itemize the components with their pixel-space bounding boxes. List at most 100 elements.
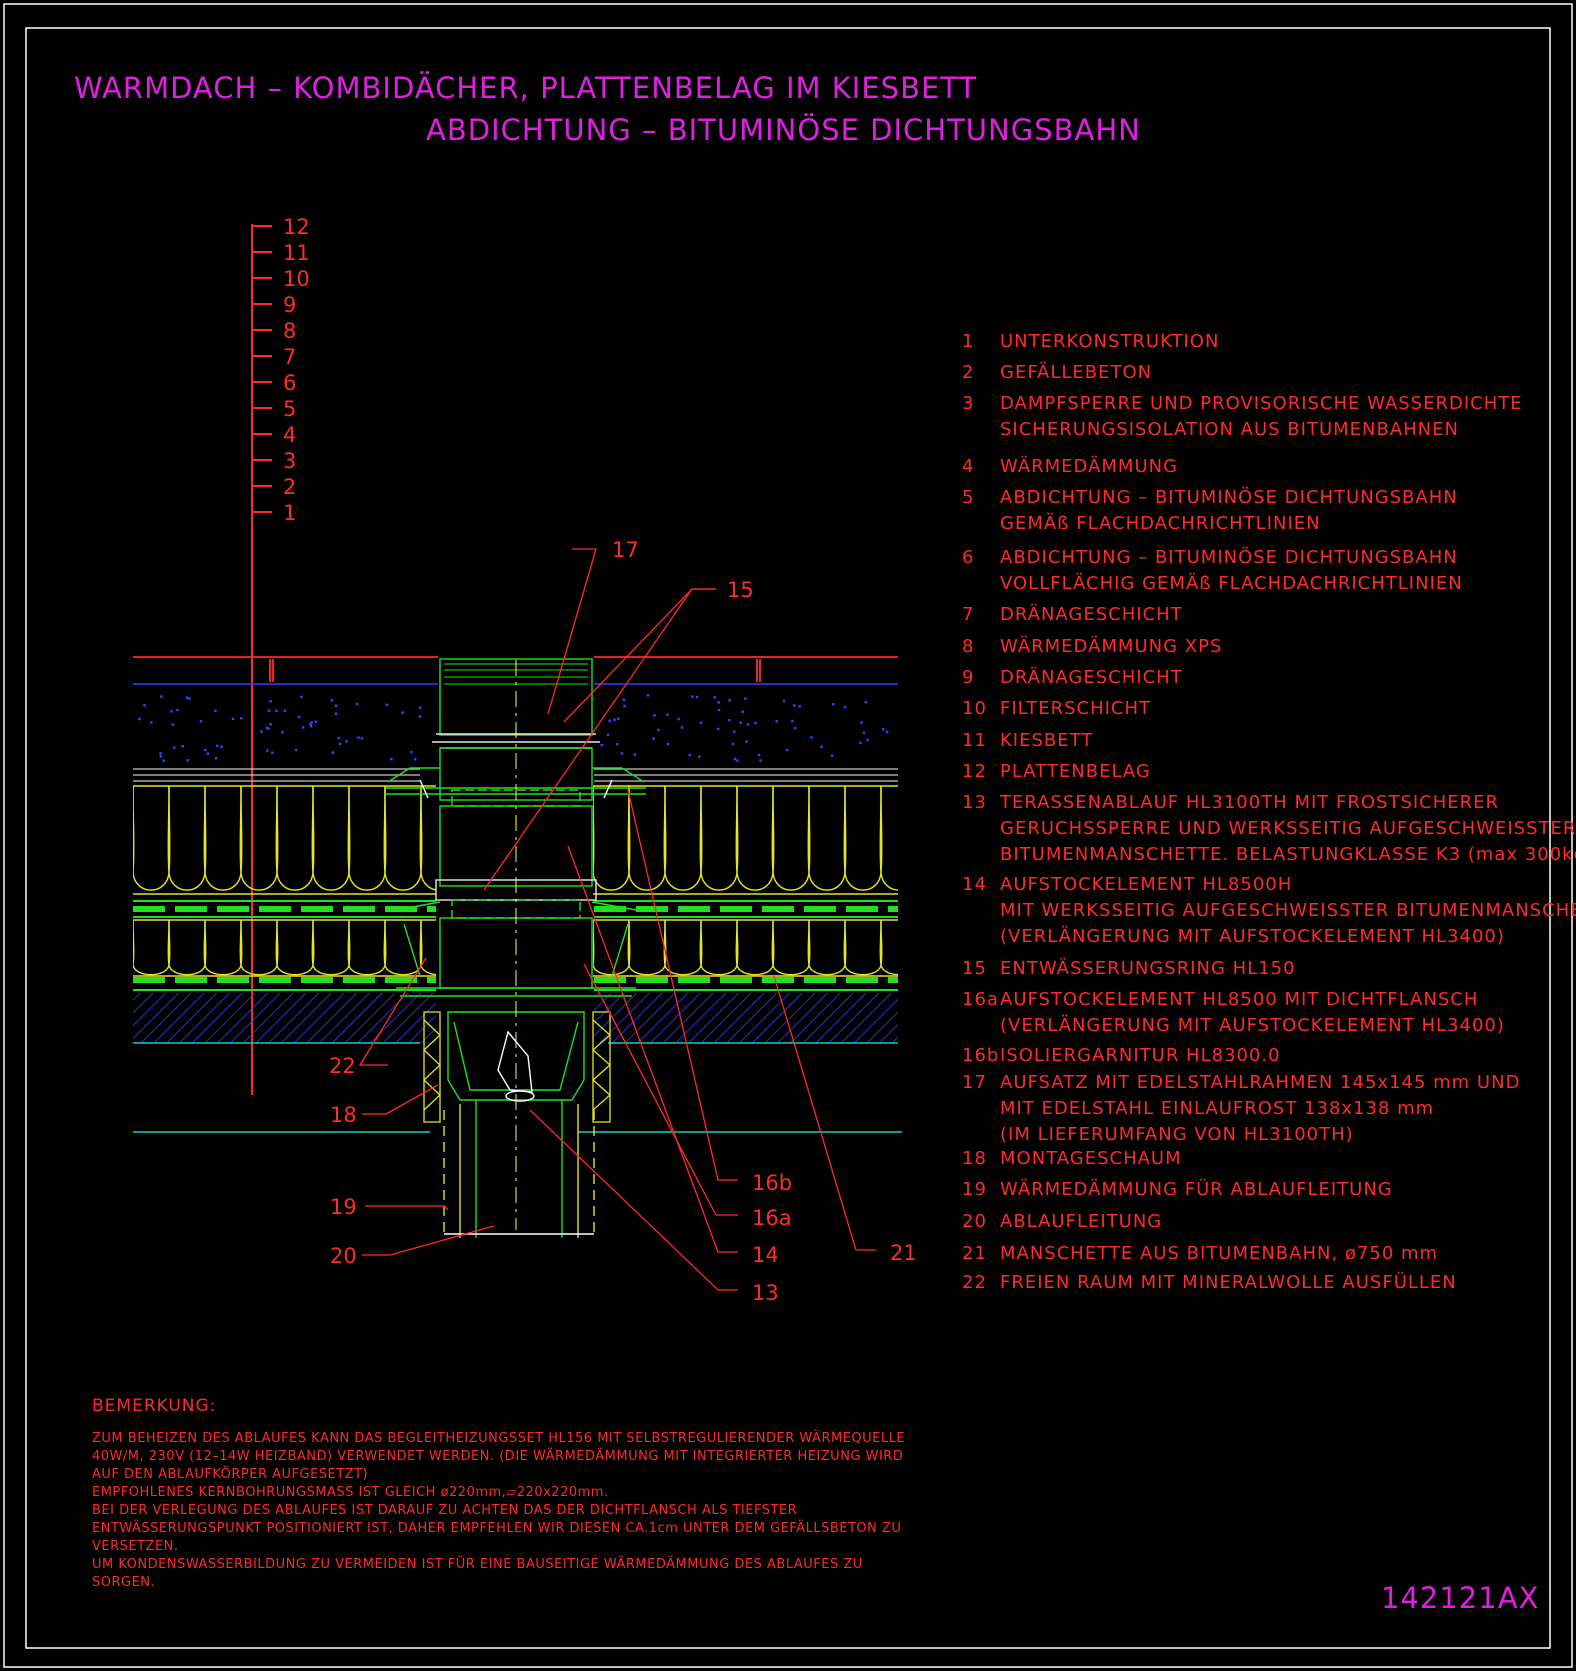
gravel-dot — [310, 721, 313, 724]
legend-text: GEMÄß FLACHDACHRICHTLINIEN — [1000, 513, 1321, 534]
gravel-dot — [820, 745, 823, 749]
insulation-blob — [203, 919, 243, 976]
gravel-dot — [746, 723, 750, 726]
scale-number: 7 — [283, 345, 296, 369]
insulation-blob — [663, 785, 703, 891]
insulation-blob — [843, 785, 883, 891]
gravel-dot — [775, 720, 778, 723]
scale-number: 8 — [283, 319, 296, 343]
gravel-dot — [171, 723, 175, 726]
remark-line: VERSETZEN. — [92, 1539, 179, 1554]
gravel-dot — [859, 741, 862, 745]
gravel-dot — [754, 721, 757, 725]
insulation-blob — [593, 919, 595, 967]
gravel-dot — [782, 699, 786, 703]
insulation-blob — [311, 785, 351, 891]
legend-text: WÄRMEDÄMMUNG FÜR ABLAUFLEITUNG — [1000, 1178, 1393, 1200]
legend-text: VOLLFLÄCHIG GEMÄß FLACHDACHRICHTLINIEN — [1000, 573, 1463, 594]
insulation-blob — [879, 785, 898, 891]
gravel-dot — [633, 753, 637, 756]
thermal-insulation-left — [133, 919, 494, 977]
legend-text: TERASSENABLAUF HL3100TH MIT FROSTSICHERE… — [999, 792, 1499, 813]
insulation-blob — [593, 919, 631, 976]
legend-text: MONTAGESCHAUM — [1000, 1148, 1182, 1169]
gravel-dot — [733, 730, 736, 733]
legend-text: GERUCHSSPERRE UND WERKSSEITIG AUFGESCHWE… — [1000, 818, 1576, 839]
gravel-dot — [267, 709, 271, 712]
gravel-dot — [159, 752, 162, 755]
legend-number-22: 22 — [962, 1272, 987, 1293]
xps-insulation-right — [593, 785, 898, 895]
gravel-dot — [309, 723, 312, 726]
gravel-dot — [216, 744, 219, 748]
legend-text: ABLAUFLEITUNG — [1000, 1211, 1162, 1232]
gravel-dot — [162, 759, 165, 762]
insulation-blob — [133, 785, 171, 891]
gravel-dot — [170, 710, 173, 713]
insulation-blob — [771, 785, 811, 891]
gravel-dot — [860, 721, 863, 724]
legend-text: MIT WERKSSEITIG AUFGESCHWEISSTER BITUMEN… — [1000, 900, 1576, 921]
legend-text: AUFSTOCKELEMENT HL8500 MIT DICHTFLANSCH — [1000, 989, 1478, 1010]
gravel-dot — [832, 703, 835, 706]
insulation-blob — [456, 920, 494, 975]
gravel-dot — [240, 717, 243, 720]
legend-text: WÄRMEDÄMMUNG XPS — [1000, 636, 1222, 657]
insulation-blob — [275, 919, 315, 976]
insulation-blob — [735, 919, 775, 976]
scale-number: 6 — [283, 371, 296, 395]
gravel-dot — [698, 755, 701, 758]
gravel-dot — [791, 719, 794, 723]
gravel-dot — [717, 727, 720, 731]
gravel-dot — [794, 726, 797, 730]
gravel-dot — [608, 719, 611, 723]
legend-text: GEFÄLLEBETON — [1000, 362, 1152, 383]
callout-13: 13 — [752, 1281, 779, 1305]
remark-line: UM KONDENSWASSERBILDUNG ZU VERMEIDEN IST… — [92, 1555, 863, 1572]
remark-line: BEI DER VERLEGUNG DES ABLAUFES IST DARAU… — [92, 1503, 797, 1518]
insulation-blob — [735, 785, 775, 891]
gravel-dot — [345, 740, 348, 743]
legend-number-14: 14 — [962, 874, 987, 895]
gravel-dot — [301, 726, 305, 729]
gravel-dot — [159, 755, 163, 758]
gravel-dot — [390, 757, 393, 761]
gravel-dot — [759, 759, 762, 762]
insulation-blob — [699, 785, 739, 891]
legend-text: ISOLIERGARNITUR HL8300.0 — [1000, 1045, 1281, 1066]
gravel-dot — [176, 708, 179, 712]
insulation-blob — [627, 919, 667, 976]
insulation-blob — [347, 785, 387, 891]
gravel-dot — [695, 695, 699, 699]
insulation-blob — [627, 785, 667, 891]
scale-number: 4 — [283, 423, 296, 447]
gravel-dot — [334, 704, 338, 707]
gravel-dot — [214, 709, 217, 713]
gravel-dot — [677, 717, 680, 721]
gravel-dot — [357, 736, 360, 739]
xps-insulation-left — [133, 785, 436, 895]
gravel-dot — [728, 718, 731, 722]
gravel-dot — [620, 752, 624, 755]
drawing-title-line1: WARMDACH – KOMBIDÄCHER, PLATTENBELAG IM … — [74, 71, 977, 105]
callout-14: 14 — [752, 1243, 779, 1267]
waterproofing-membranes — [133, 900, 898, 991]
gravel-dot — [613, 718, 616, 721]
gravel-dot — [798, 705, 801, 708]
gravel-dot — [688, 753, 691, 757]
callout-19: 19 — [330, 1195, 357, 1219]
legend-text: (VERLÄNGERUNG MIT AUFSTOCKELEMENT HL3400… — [1000, 926, 1505, 947]
insulation-blob — [593, 785, 595, 876]
gravel-dot — [810, 736, 813, 739]
remark-line: ENTWÄSSERUNGSPUNKT POSITIONIERT IST, DAH… — [92, 1520, 901, 1536]
leader-lines — [358, 548, 876, 1291]
legend-text: DAMPFSPERRE UND PROVISORISCHE WASSERDICH… — [1000, 393, 1523, 414]
roof-cross-section — [133, 656, 902, 1238]
gravel-dot — [410, 750, 413, 754]
scale-number: 2 — [283, 475, 296, 499]
callout-20: 20 — [330, 1244, 357, 1268]
gravel-dot — [699, 721, 703, 724]
remark-line: SORGEN. — [92, 1575, 155, 1590]
legend-text: FILTERSCHICHT — [1000, 698, 1151, 719]
scale-number: 12 — [283, 215, 310, 239]
